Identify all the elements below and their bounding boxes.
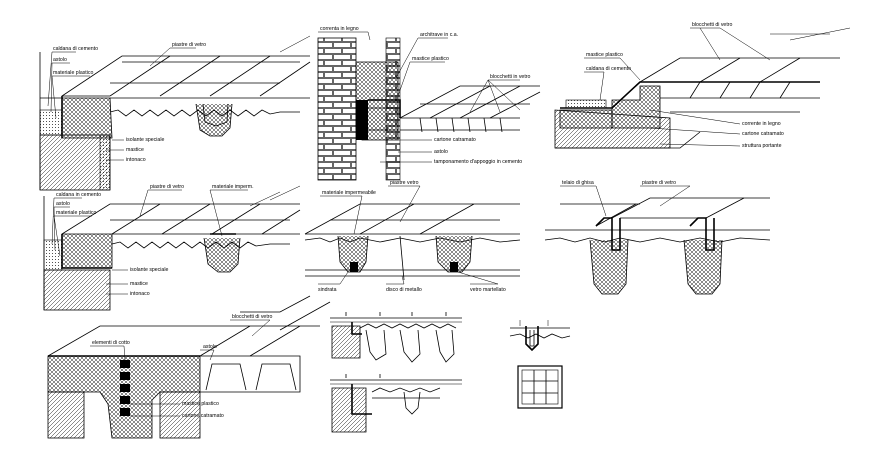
d1-label-0: caldana di cemento <box>53 46 98 52</box>
d1-label-5: mastice <box>126 147 144 153</box>
detail-4-slab-edge-variant: caldana in cemento astolo materiale plas… <box>43 184 301 311</box>
detail-5-glass-joint: materiale impermeabile piastre vetro sin… <box>304 180 521 293</box>
d3-label-2: caldana di cemento <box>586 66 631 72</box>
d7-label-2: astolo <box>203 344 217 350</box>
d6-label-0: telaio di ghisa <box>562 180 594 186</box>
d6-label-1: piastre di vetro <box>642 180 676 186</box>
d4-label-4: materiale imperm. <box>212 184 254 190</box>
detail-1-glass-slab-edge: caldana di cemento astolo materiale plas… <box>39 42 311 191</box>
detail-9-joint-and-grid <box>509 320 571 409</box>
d4-label-2: materiale plastico <box>56 210 96 216</box>
d7-label-0: blocchetti di vetro <box>232 314 272 320</box>
detail-6-cast-iron-frame: telaio di ghisa piastre di vetro <box>544 180 771 295</box>
d3-label-4: cartone catramato <box>742 131 784 137</box>
d7-label-4: cartone catramato <box>182 413 224 419</box>
d7-label-1: elementi di cotto <box>92 340 130 346</box>
d1-label-3: piastre di vetro <box>172 42 206 48</box>
d3-label-1: mastice plastico <box>586 52 623 58</box>
d5-label-1: piastre vetro <box>390 180 419 186</box>
d2-label-2: mastice plastico <box>412 56 449 62</box>
d1-label-2: materiale plastico <box>53 70 93 76</box>
decorative-guide-lines <box>249 27 851 207</box>
d3-label-0: blocchetti di vetro <box>692 22 732 28</box>
detail-3-raised-curb: blocchetti di vetro mastice plastico cal… <box>554 22 840 149</box>
d4-label-7: intonaco <box>130 291 150 297</box>
detail-8-profile-sections <box>330 312 462 433</box>
d4-label-1: astolo <box>56 201 70 207</box>
d2-label-0: correnta in legno <box>320 26 359 32</box>
d3-label-3: corrente in legno <box>742 121 781 127</box>
d1-label-1: astolo <box>53 57 67 63</box>
detail-7-terracotta-block-joint: blocchetti di vetro elementi di cotto as… <box>47 295 331 439</box>
d2-label-1: architrave in c.a. <box>420 32 458 38</box>
d2-label-6: tamponamento d'appoggio in cemento <box>434 159 522 165</box>
detail-2-wall-junction: correnta in legno architrave in c.a. mas… <box>317 26 541 181</box>
d4-label-6: mastice <box>130 281 148 287</box>
d3-label-5: struttura portante <box>742 143 782 149</box>
d1-label-4: isolante speciale <box>126 137 164 143</box>
d5-label-3: disco di metallo <box>386 287 422 293</box>
d5-label-4: vetro martellato <box>470 287 506 293</box>
d7-label-3: mastice plastico <box>182 401 219 407</box>
d5-label-2: sindrata <box>318 287 337 293</box>
d1-label-6: intonaco <box>126 157 146 163</box>
d2-label-5: astolo <box>434 149 448 155</box>
d5-label-0: materiale impermeabile <box>322 190 376 196</box>
d4-label-5: isolante speciale <box>130 267 168 273</box>
d4-label-3: piastre di vetro <box>150 184 184 190</box>
d2-label-4: cartone catramato <box>434 137 476 143</box>
d4-label-0: caldana in cemento <box>56 192 101 198</box>
d2-label-3: blocchetti in vetro <box>490 74 530 80</box>
